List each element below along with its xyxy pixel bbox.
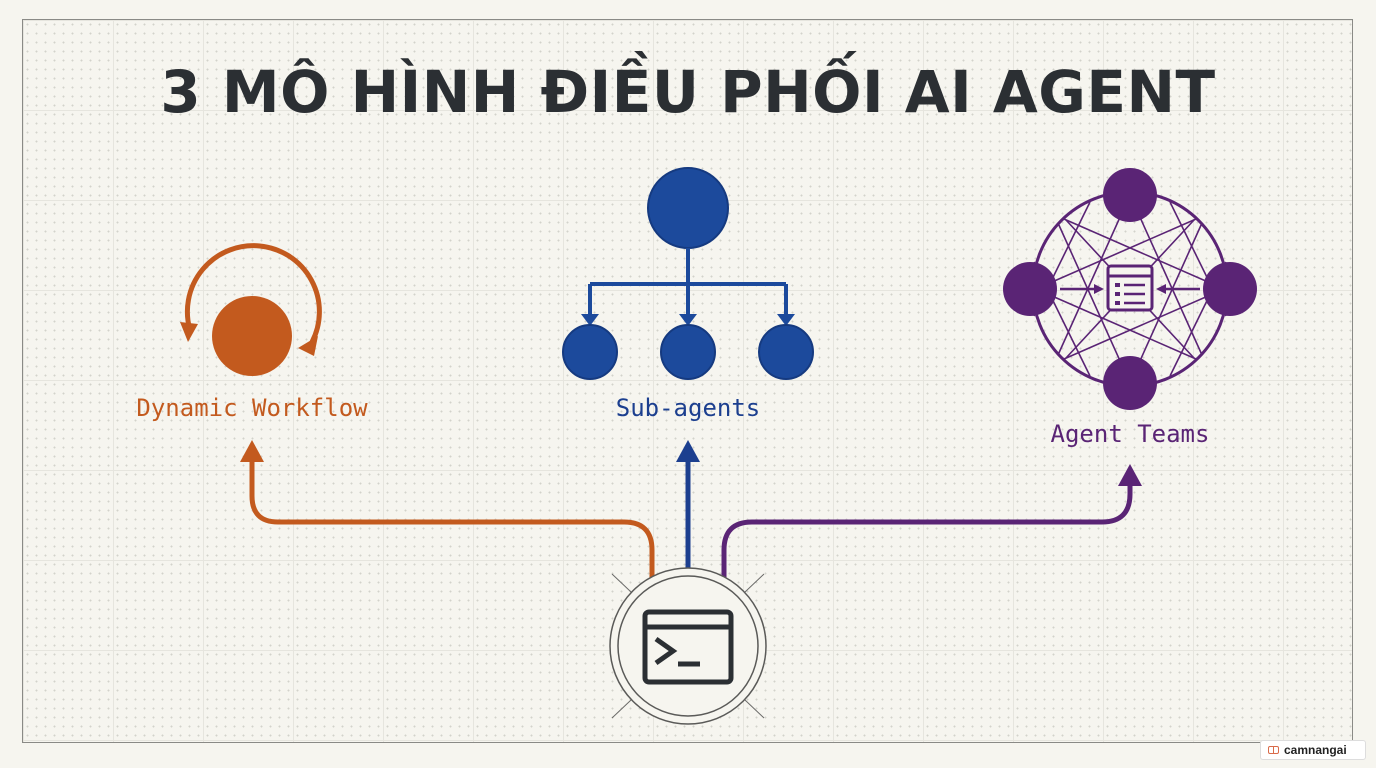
cycle-icon bbox=[180, 243, 322, 376]
parent-agent-node bbox=[647, 167, 729, 249]
terminal-hub bbox=[609, 567, 767, 725]
watermark-text: camnangai bbox=[1284, 743, 1347, 757]
sub-agents-label: Sub-agents bbox=[615, 394, 761, 422]
connector-dynamic-workflow bbox=[240, 440, 655, 585]
book-icon bbox=[1268, 746, 1279, 754]
watermark-badge: camnangai bbox=[1260, 740, 1366, 760]
team-agent-node bbox=[1103, 168, 1157, 222]
mesh-network-icon bbox=[1003, 168, 1257, 410]
workflow-agent-node bbox=[212, 296, 292, 376]
team-agent-node bbox=[1003, 262, 1057, 316]
page-title: 3 MÔ HÌNH ĐIỀU PHỐI AI AGENT bbox=[160, 58, 1216, 126]
hierarchy-tree-icon bbox=[562, 167, 814, 380]
team-agent-node bbox=[1103, 356, 1157, 410]
shared-task-list-icon bbox=[1106, 264, 1154, 312]
team-agent-node bbox=[1203, 262, 1257, 316]
child-agent-node bbox=[758, 324, 814, 380]
dynamic-workflow-label: Dynamic Workflow bbox=[136, 394, 368, 422]
connector-sub-agents bbox=[676, 440, 700, 578]
connector-agent-teams bbox=[721, 464, 1142, 585]
child-agent-node bbox=[660, 324, 716, 380]
agent-teams-label: Agent Teams bbox=[1050, 420, 1210, 448]
child-agent-node bbox=[562, 324, 618, 380]
terminal-window-icon bbox=[642, 609, 734, 685]
